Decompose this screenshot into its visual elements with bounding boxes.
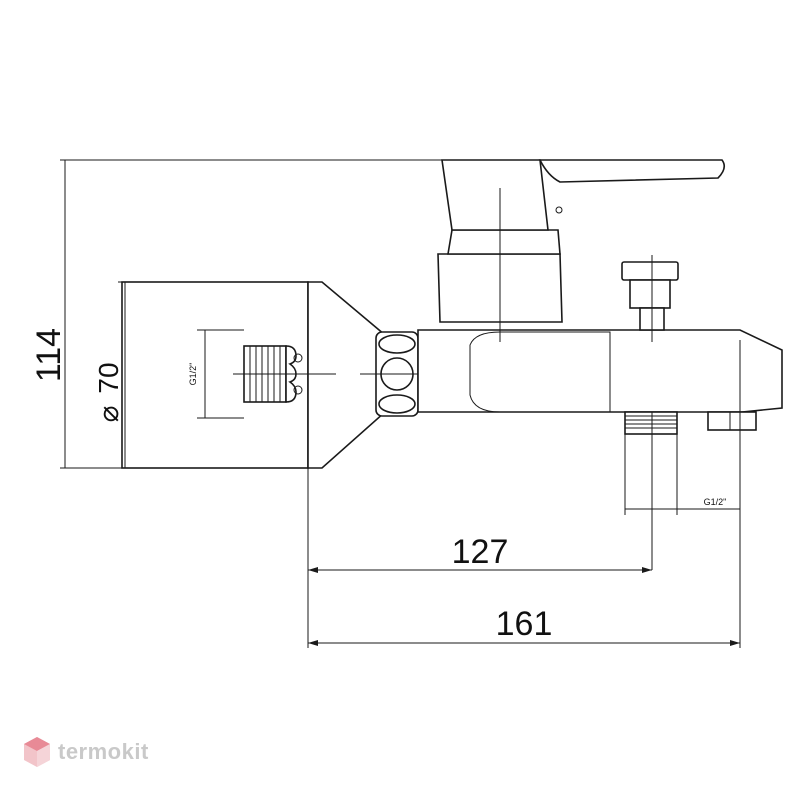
cube-icon (24, 737, 50, 767)
diverter-knob (621, 255, 679, 342)
dim-height-114: 114 (30, 328, 68, 382)
thread-label-left: G1/2" (188, 363, 198, 386)
dimension-lines (60, 159, 741, 648)
inlet-thread-left (197, 329, 336, 419)
dim-161: 161 (496, 605, 553, 643)
diameter-symbol: ⌀ (93, 406, 124, 423)
cartridge-and-lever (437, 159, 726, 342)
dim-127: 127 (452, 533, 509, 571)
brand-name: termokit (58, 739, 149, 764)
outlet-thread-bottom (624, 411, 740, 570)
diameter-value: 70 (93, 362, 124, 393)
dim-diameter-70: ⌀ 70 (93, 362, 124, 422)
thread-label-bottom: G1/2" (704, 497, 727, 507)
mixer-body (417, 329, 783, 431)
brand-logo: termokit (22, 735, 149, 769)
